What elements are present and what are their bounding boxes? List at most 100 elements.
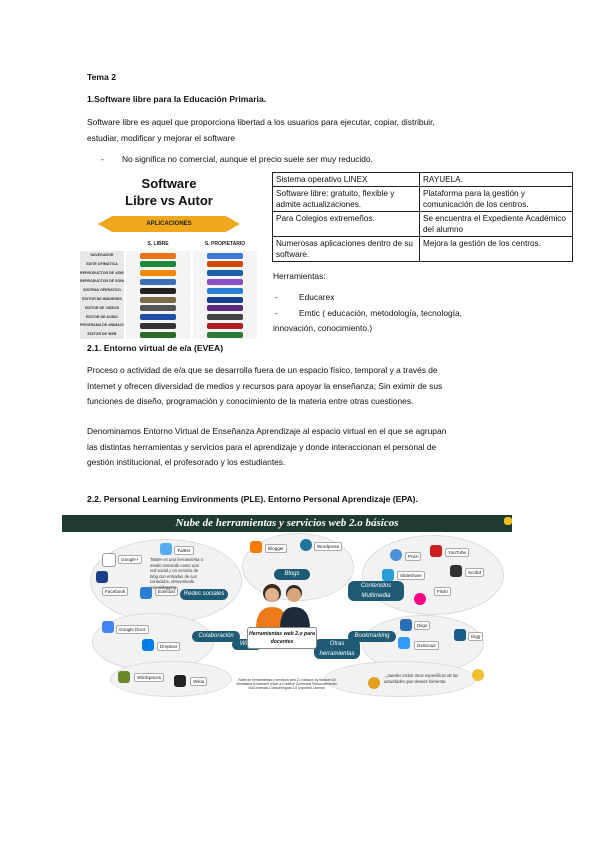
google-docs-icon (102, 621, 114, 633)
software-libre-vs-autor-figure: Software Libre vs Autor APLICACIONES S. … (78, 168, 260, 340)
free-software-logo (126, 321, 190, 331)
software-row: EDITOR DE VIDEOS (80, 303, 258, 314)
evea-paragraph-1: Proceso o actividad de e/a que se desarr… (87, 363, 442, 410)
free-software-logo (126, 268, 190, 278)
bulb-icon (472, 669, 484, 681)
proprietary-software-logo (193, 321, 257, 331)
intro-paragraph: Software libre es aquel que proporciona … (87, 115, 435, 146)
logo-icon (207, 270, 243, 277)
free-software-logo (126, 277, 190, 287)
googleplus-icon (102, 553, 116, 567)
herramienta-educarex: Educarex (299, 292, 335, 302)
logo-icon (207, 305, 243, 312)
tools-icon (368, 677, 380, 689)
tool-diigo: Diigo (414, 621, 431, 630)
license-credit: Nube de herramientas y servicios web 2.o… (236, 678, 338, 691)
logo-icon (207, 278, 243, 285)
software-row: EDITOR DE AUDIO (80, 312, 258, 323)
paragraph-line: gestión institucional, el profesorado y … (87, 457, 286, 467)
table-cell: RAYUELA. (419, 172, 573, 187)
software-row-label: SISTEMA OPERATIVO (80, 286, 124, 296)
tool-facebook: Facebook (102, 587, 129, 596)
herramienta-emtic: Emtic ( educación, metodología, tecnolog… (299, 308, 462, 318)
category-contenidos-multimedia: Contenidos Multimedia (348, 581, 404, 601)
software-row-label: EDITOR DE AUDIO (80, 312, 124, 322)
proprietary-software-logo (193, 330, 257, 340)
tool-youtube: YouTube (445, 548, 470, 557)
prezi-icon (390, 549, 402, 561)
youtube-icon (430, 545, 442, 557)
diigo-icon (400, 619, 412, 631)
proprietary-software-logo (193, 251, 257, 260)
flickr-icon (414, 593, 426, 605)
edmodo-icon (140, 587, 152, 599)
gplus-icon (96, 571, 108, 583)
banner-label: APLICACIONES (146, 221, 192, 227)
software-row-label: REPRODUCTOR DE VIDEO (80, 268, 124, 278)
dropbox-icon (142, 639, 154, 651)
tool-edmodo: Edmodo (155, 587, 179, 596)
teachers-icon (256, 584, 310, 629)
proprietary-software-logo (193, 286, 257, 296)
herramienta-emtic-cont: innovación, conocimiento.) (273, 323, 373, 333)
heading-software-libre: 1.Software libre para la Educación Prima… (87, 94, 267, 104)
software-row: REPRODUCTOR DE SONIDO (80, 277, 258, 287)
logo-icon (207, 296, 243, 303)
logo-icon (140, 322, 176, 329)
proprietary-software-logo (193, 277, 257, 287)
cloud-title: Nube de herramientas y servicios web 2.o… (62, 515, 512, 532)
tool-wordpress: Wordpress (314, 542, 343, 551)
free-software-logo (126, 295, 190, 304)
center-label: Herramientas web 2.o para docentes (247, 627, 317, 649)
bullet-dash: - (101, 154, 104, 164)
herramientas-label: Herramientas: (273, 271, 326, 281)
wordpress-icon (300, 539, 312, 551)
software-row: SUITE OFIMÁTICA (80, 259, 258, 270)
software-row: EDITOR DE IMÁGENES (80, 295, 258, 305)
free-software-logo (126, 259, 190, 269)
logo-icon (140, 270, 176, 277)
software-row-label: EDITOR DE VIDEOS (80, 303, 124, 313)
table-row: Numerosas aplicaciones dentro de su soft… (272, 236, 573, 262)
table-cell: Plataforma para la gestión y comunicació… (419, 186, 573, 212)
tool-twitter: Twitter (174, 546, 194, 555)
software-row: PROGRAMA DE ANIMACIÓN (80, 321, 258, 331)
table-cell: Numerosas aplicaciones dentro de su soft… (272, 236, 420, 262)
intro-line: estudiar, modificar y mejorar el softwar… (87, 132, 236, 143)
free-software-logo (126, 312, 190, 322)
software-row: EDITOR DE WEB (80, 330, 258, 340)
free-software-logo (126, 330, 190, 340)
tool-blogger: Blogger (265, 544, 287, 553)
category-redes-sociales: Redes sociales (180, 589, 228, 600)
table-row: Software libre: gratuito, flexible y adm… (272, 186, 573, 212)
software-row-label: PROGRAMA DE ANIMACIÓN (80, 321, 124, 331)
tool-googleplus: Google+ (118, 555, 142, 564)
table-row: Sistema operativo LINEX RAYUELA. (272, 172, 573, 187)
logo-icon (140, 331, 176, 338)
col-header-libre: S. LIBRE (147, 241, 169, 247)
category-blogs: Blogs (274, 569, 310, 580)
tool-prezi: Prezi (405, 552, 422, 561)
dash: - (275, 292, 278, 302)
category-otras-herramientas: Otras herramientas (314, 639, 360, 659)
evea-paragraph-2: Denominamos Entorno Virtual de Enseñanza… (87, 424, 446, 471)
logo-icon (207, 314, 243, 321)
delicious-icon (398, 637, 410, 649)
logo-icon (140, 278, 176, 285)
table-cell: Se encuentra el Expediente Académico del… (419, 211, 573, 237)
otras-bubble (324, 661, 476, 697)
tool-scribd: Scribd (465, 568, 485, 577)
logo-icon (207, 331, 243, 338)
category-bookmarking: Bookmarking (348, 631, 396, 642)
tool-wikia: Wikia (190, 677, 208, 686)
software-row-label: SUITE OFIMÁTICA (80, 259, 124, 269)
free-software-logo (126, 286, 190, 296)
table-cell: Para Colegios extremeños. (272, 211, 420, 237)
software-row: REPRODUCTOR DE VIDEO (80, 268, 258, 279)
tool-flickr: Flickr (434, 587, 451, 596)
heading-evea: 2.1. Entorno virtual de e/a (EVEA) (87, 343, 224, 353)
paragraph-line: las distintas herramientas y servicios p… (87, 441, 437, 452)
tool-digg: Digg (468, 632, 484, 641)
aplicaciones-banner: APLICACIONES (98, 216, 240, 232)
logo-icon (140, 305, 176, 312)
